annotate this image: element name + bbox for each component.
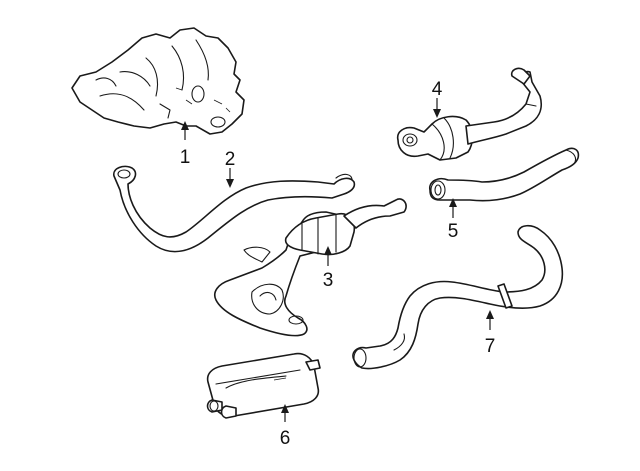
callout-4: 4 — [432, 79, 443, 118]
part-1-heat-shield — [71, 27, 245, 135]
callout-1: 1 — [180, 121, 191, 168]
callout-4-label: 4 — [432, 79, 443, 100]
callout-5: 5 — [448, 198, 459, 242]
callout-5-label: 5 — [448, 221, 459, 242]
callout-7-label: 7 — [485, 336, 496, 357]
part-4-converter-with-sensor — [396, 67, 542, 161]
callout-2: 2 — [225, 149, 236, 188]
callout-3: 3 — [323, 246, 334, 291]
part-3-converter-y-pipe — [214, 198, 407, 337]
callout-6-label: 6 — [280, 428, 291, 449]
callout-7: 7 — [485, 310, 496, 357]
part-5-intermediate-pipe — [428, 147, 580, 202]
callout-1-label: 1 — [180, 147, 191, 168]
part-7-tail-pipe — [352, 224, 564, 370]
part-2-front-pipe — [113, 165, 356, 253]
callout-2-label: 2 — [225, 149, 236, 170]
callout-6: 6 — [280, 404, 291, 449]
callout-3-label: 3 — [323, 270, 334, 291]
part-6-muffler — [206, 352, 321, 419]
